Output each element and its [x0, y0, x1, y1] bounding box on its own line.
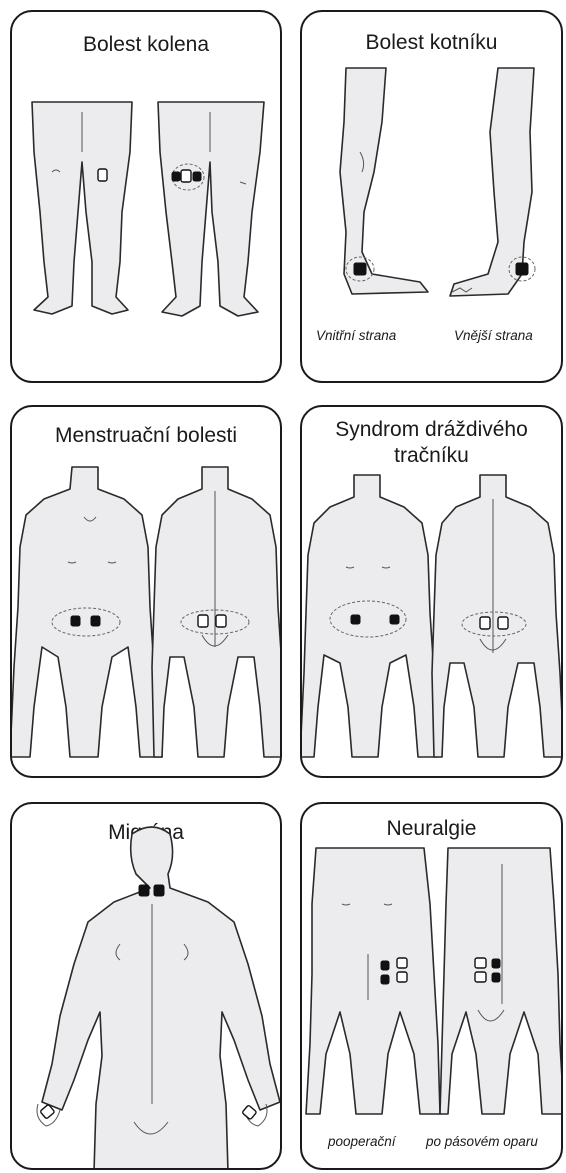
- panel-migraine: Migréna: [10, 802, 282, 1170]
- electrode-white: [198, 615, 208, 627]
- electrode-black: [91, 616, 100, 626]
- electrode-black: [193, 172, 201, 181]
- panel-ankle-pain: Bolest kotníku Vnitřní strana Vnější str…: [300, 10, 563, 383]
- electrode-white: [98, 169, 107, 181]
- electrode-black: [492, 959, 500, 968]
- electrode-black: [351, 615, 360, 624]
- panel-neuralgia: Neuralgie pooperační po pásovém oparu: [300, 802, 563, 1170]
- electrode-white: [480, 617, 490, 629]
- back-head-arms-illustration: [12, 804, 282, 1170]
- electrode-white: [242, 1105, 257, 1120]
- electrode-white: [475, 972, 486, 982]
- panel-menstrual-pain: Menstruační bolesti: [10, 405, 282, 778]
- electrode-white: [181, 170, 191, 182]
- electrode-white: [397, 972, 407, 982]
- electrode-black: [354, 263, 366, 275]
- electrode-white: [216, 615, 226, 627]
- electrode-black: [154, 885, 164, 896]
- electrode-white: [475, 958, 486, 968]
- torso-front-back-illustration: [12, 407, 282, 778]
- electrode-white: [397, 958, 407, 968]
- panel-irritable-bowel: Syndrom dráždivého tračníku: [300, 405, 563, 778]
- electrode-black: [492, 973, 500, 982]
- electrode-black: [71, 616, 80, 626]
- panel-knee-pain: Bolest kolena: [10, 10, 282, 383]
- electrode-black: [390, 615, 399, 624]
- knee-legs-illustration: [12, 12, 282, 383]
- electrode-white: [498, 617, 508, 629]
- caption-shingles: po pásovém oparu: [426, 1134, 538, 1149]
- electrode-black: [139, 885, 149, 896]
- caption-inner-side: Vnitřní strana: [316, 328, 396, 343]
- electrode-black: [381, 975, 389, 984]
- caption-post-operative: pooperační: [328, 1134, 396, 1149]
- torso-front-back-illustration: [302, 407, 563, 778]
- electrode-black: [381, 961, 389, 970]
- electrode-black: [516, 263, 528, 275]
- caption-outer-side: Vnější strana: [454, 328, 533, 343]
- torso-front-back-illustration: [302, 804, 563, 1170]
- electrode-black: [172, 172, 180, 181]
